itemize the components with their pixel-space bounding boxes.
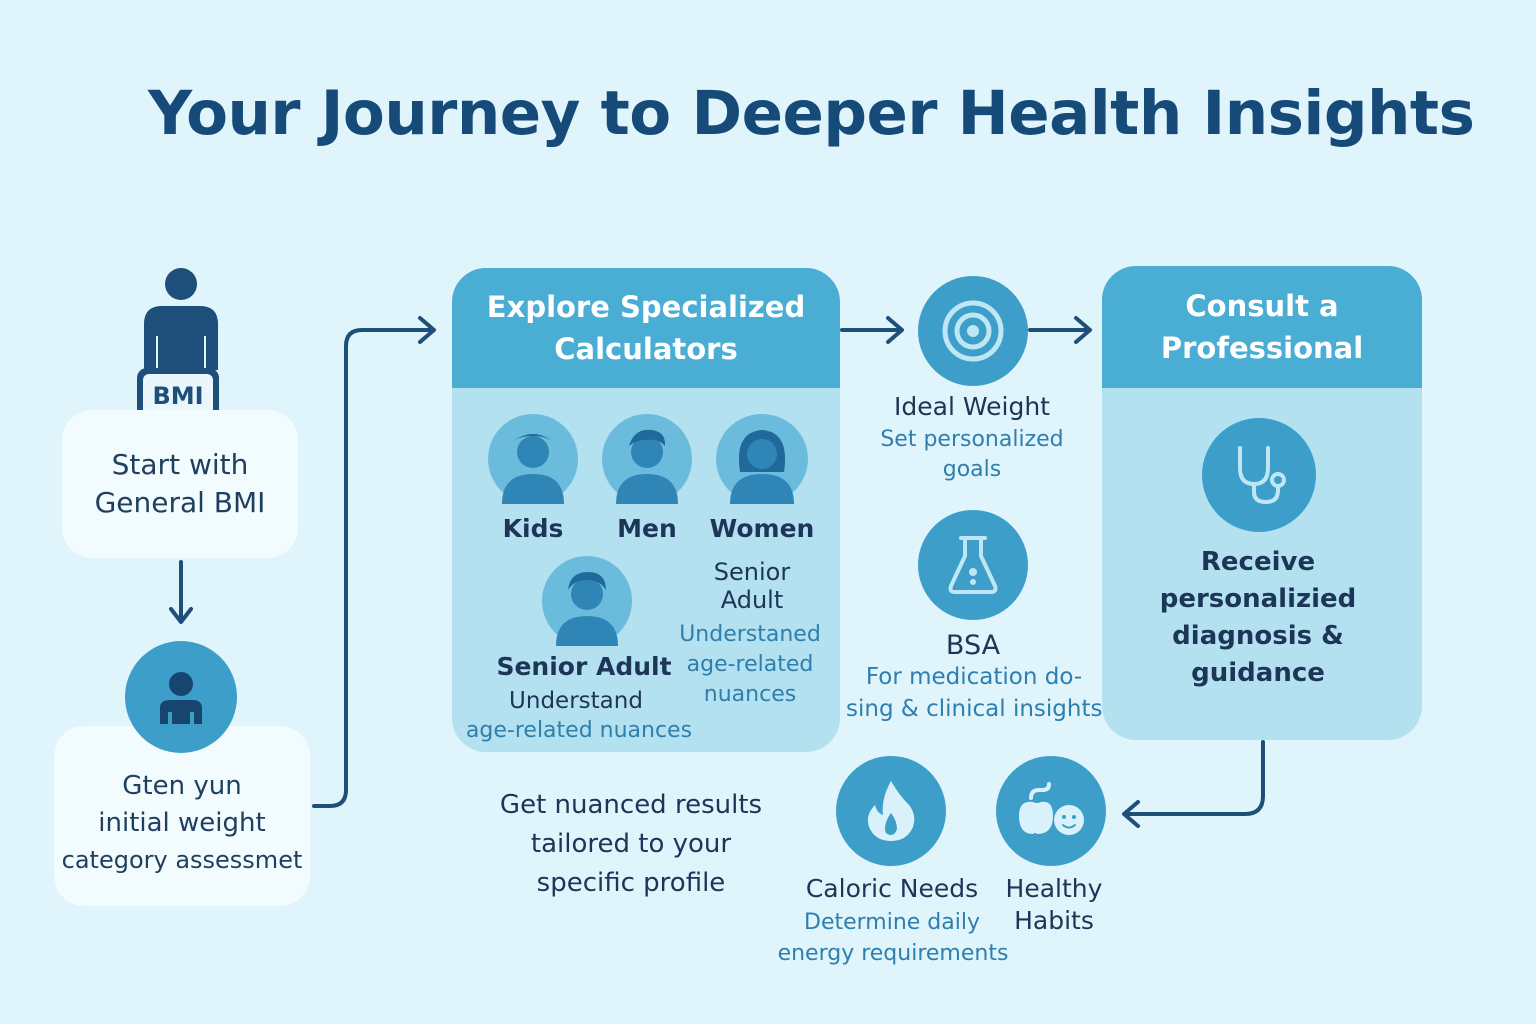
page-title: Your Journey to Deeper Health Insights (148, 78, 1475, 149)
calculators-footer-line: Get nuanced results (499, 790, 763, 820)
target-icon[interactable] (918, 276, 1028, 386)
bsa-label: BSA (945, 630, 1001, 661)
arrow-professional-habits (1124, 740, 1265, 816)
stethoscope-icon[interactable] (1202, 418, 1316, 532)
calculators-footer: Get nuanced results tailored to your spe… (476, 786, 786, 903)
women-avatar-icon[interactable] (716, 414, 808, 504)
professional-body-line: personalizied (1159, 584, 1357, 614)
calculators-panel: Explore Specialized Calculators (452, 268, 840, 752)
caloric-sub: Determine daily (804, 910, 980, 935)
senior-adult-avatar-icon[interactable] (542, 556, 632, 646)
step1-line: Start with (111, 448, 249, 481)
ideal-weight-sub: goals (942, 457, 1002, 482)
step1-line: General BMI (94, 486, 266, 519)
arrow-step2-calculators (312, 328, 434, 808)
caloric-sub: energy requirements (777, 941, 1009, 966)
ideal-weight-sub: Set personalized (880, 427, 1064, 452)
professional-heading-line: Consult a (1185, 289, 1339, 323)
calculators-heading: Explore Specialized Calculators (452, 268, 840, 388)
senior-heading: Senior (713, 558, 791, 586)
calculators-footer-line: tailored to your (530, 829, 732, 859)
caloric-label: Caloric Needs (805, 874, 979, 903)
senior-sub: age-related (686, 652, 814, 677)
flame-icon[interactable] (836, 756, 946, 866)
senior-adult-label: Senior Adult (496, 652, 672, 681)
kids-label: Kids (502, 514, 564, 543)
step2-card: Gten yun initial weight category assessm… (54, 726, 310, 906)
person-circle-icon (125, 641, 237, 753)
professional-body-line: Receive (1200, 547, 1316, 577)
professional-heading: Consult a Professional (1102, 266, 1422, 388)
bmi-badge-label: BMI (152, 382, 204, 410)
women-label: Women (709, 514, 815, 543)
senior-adult-sub: Understand (509, 688, 643, 714)
flask-icon[interactable] (918, 510, 1028, 620)
men-label: Men (617, 514, 677, 543)
senior-adult-sub: age-related nuances (465, 718, 693, 743)
calculators-heading-line: Calculators (554, 332, 738, 366)
senior-sub: Understaned (679, 622, 821, 647)
step2-line: Gten yun (122, 770, 242, 801)
step2-line: category assessmet (61, 845, 303, 874)
habits-label: Habits (1014, 906, 1094, 935)
men-avatar-icon[interactable] (602, 414, 692, 504)
bsa-sub: For medication do- (865, 664, 1083, 690)
professional-body-line: guidance (1191, 658, 1325, 688)
professional-body: Receive personalizied diagnosis & guidan… (1122, 544, 1394, 692)
professional-body-line: diagnosis & (1172, 621, 1344, 651)
kids-avatar-icon[interactable] (488, 414, 578, 504)
calculators-heading-line: Explore Specialized (486, 290, 806, 324)
step2-line: initial weight (98, 807, 266, 838)
calculators-footer-line: specific profile (536, 868, 726, 898)
habits-label: Healthy (1005, 874, 1103, 903)
professional-heading-line: Professional (1160, 331, 1364, 365)
senior-sub: nuances (703, 682, 797, 707)
senior-heading: Adult (720, 586, 784, 614)
ideal-weight-label: Ideal Weight (894, 392, 1050, 421)
step1-card: Start with General BMI (62, 410, 298, 558)
healthy-habits-icon[interactable] (996, 756, 1106, 866)
bsa-sub: sing & clinical insights (846, 696, 1103, 722)
bmi-person-icon (138, 266, 224, 426)
